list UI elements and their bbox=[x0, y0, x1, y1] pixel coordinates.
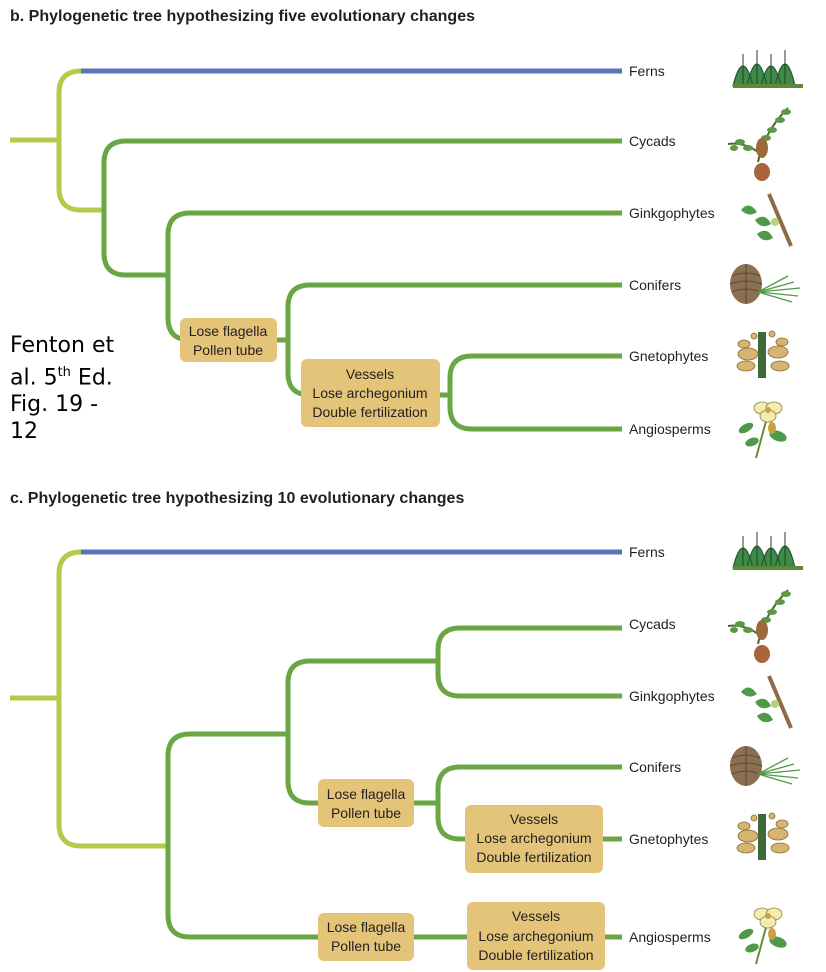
root-branch-c bbox=[10, 549, 168, 849]
cycad-icon bbox=[727, 107, 792, 182]
box-c2-line-3: Double fertilization bbox=[476, 849, 591, 865]
panel-c-box-2: Vessels Lose archegonium Double fertiliz… bbox=[465, 805, 603, 873]
gnetophyte-icon bbox=[736, 330, 790, 379]
box-b2-line-3: Double fertilization bbox=[312, 404, 427, 420]
panel-c-taxa: Ferns Cycads Ginkgophytes Conifers Gneto… bbox=[629, 544, 715, 945]
angiosperm-icon bbox=[736, 401, 790, 459]
panel-b-box-2: Vessels Lose archegonium Double fertiliz… bbox=[301, 359, 440, 427]
panel-b-title: b. Phylogenetic tree hypothesizing five … bbox=[10, 8, 475, 25]
panel-b-taxa: Ferns Cycads Ginkgophytes Conifers Gneto… bbox=[629, 63, 715, 437]
box-b1-line-1: Lose flagella bbox=[189, 323, 268, 339]
box-c4-line-2: Lose archegonium bbox=[478, 928, 593, 944]
box-c2-line-2: Lose archegonium bbox=[476, 830, 591, 846]
gnetophyte-icon bbox=[736, 812, 790, 861]
panel-b-tree bbox=[10, 68, 622, 432]
panel-b-icons bbox=[727, 49, 804, 459]
box-b1-line-2: Pollen tube bbox=[193, 342, 263, 358]
panel-c-tree bbox=[10, 549, 622, 940]
credit-line-4: 12 bbox=[10, 419, 38, 445]
fern-icon bbox=[732, 531, 804, 571]
fern-icon bbox=[732, 49, 804, 89]
panel-c-title: c. Phylogenetic tree hypothesizing 10 ev… bbox=[10, 490, 465, 507]
conifer-icon bbox=[729, 263, 801, 305]
box-c4-line-3: Double fertilization bbox=[478, 947, 593, 963]
taxon-c-angiosperms: Angiosperms bbox=[629, 929, 711, 945]
taxon-b-ginkgophytes: Ginkgophytes bbox=[629, 205, 715, 221]
cycad-icon bbox=[727, 589, 792, 664]
seed-plant-branches-b bbox=[101, 138, 622, 432]
taxon-b-conifers: Conifers bbox=[629, 277, 681, 293]
box-c2-line-1: Vessels bbox=[510, 811, 558, 827]
taxon-c-ginkgophytes: Ginkgophytes bbox=[629, 688, 715, 704]
taxon-c-cycads: Cycads bbox=[629, 616, 676, 632]
credit-line-1: Fenton et bbox=[10, 333, 115, 358]
taxon-b-angiosperms: Angiosperms bbox=[629, 421, 711, 437]
angiosperm-icon bbox=[736, 907, 790, 965]
taxon-b-gnetophytes: Gnetophytes bbox=[629, 348, 708, 364]
box-c1-line-1: Lose flagella bbox=[327, 786, 406, 802]
panel-b-box-1: Lose flagella Pollen tube bbox=[180, 318, 277, 362]
ginkgo-icon bbox=[739, 674, 793, 730]
panel-c-box-1: Lose flagella Pollen tube bbox=[318, 779, 414, 827]
box-b2-line-1: Vessels bbox=[346, 366, 394, 382]
box-c3-line-2: Pollen tube bbox=[331, 938, 401, 954]
taxon-b-ferns: Ferns bbox=[629, 63, 665, 79]
box-c4-line-1: Vessels bbox=[512, 908, 560, 924]
taxon-c-gnetophytes: Gnetophytes bbox=[629, 831, 708, 847]
conifer-icon bbox=[729, 745, 801, 787]
taxon-c-conifers: Conifers bbox=[629, 759, 681, 775]
taxon-b-cycads: Cycads bbox=[629, 133, 676, 149]
seed-plant-branches-c bbox=[165, 625, 622, 940]
credit-line-3: Fig. 19 - bbox=[10, 392, 99, 418]
figure-credit: Fenton et al. 5th Ed. Fig. 19 - 12 bbox=[10, 332, 114, 445]
panel-c-box-3: Lose flagella Pollen tube bbox=[318, 913, 414, 961]
box-c1-line-2: Pollen tube bbox=[331, 805, 401, 821]
panel-c-icons bbox=[727, 531, 804, 965]
credit-line-2: al. 5th Ed. bbox=[10, 365, 113, 391]
taxon-c-ferns: Ferns bbox=[629, 544, 665, 560]
box-c3-line-1: Lose flagella bbox=[327, 919, 406, 935]
root-branch-b bbox=[10, 68, 104, 213]
panel-c-box-4: Vessels Lose archegonium Double fertiliz… bbox=[467, 902, 605, 970]
box-b2-line-2: Lose archegonium bbox=[312, 385, 427, 401]
ginkgo-icon bbox=[739, 192, 793, 248]
